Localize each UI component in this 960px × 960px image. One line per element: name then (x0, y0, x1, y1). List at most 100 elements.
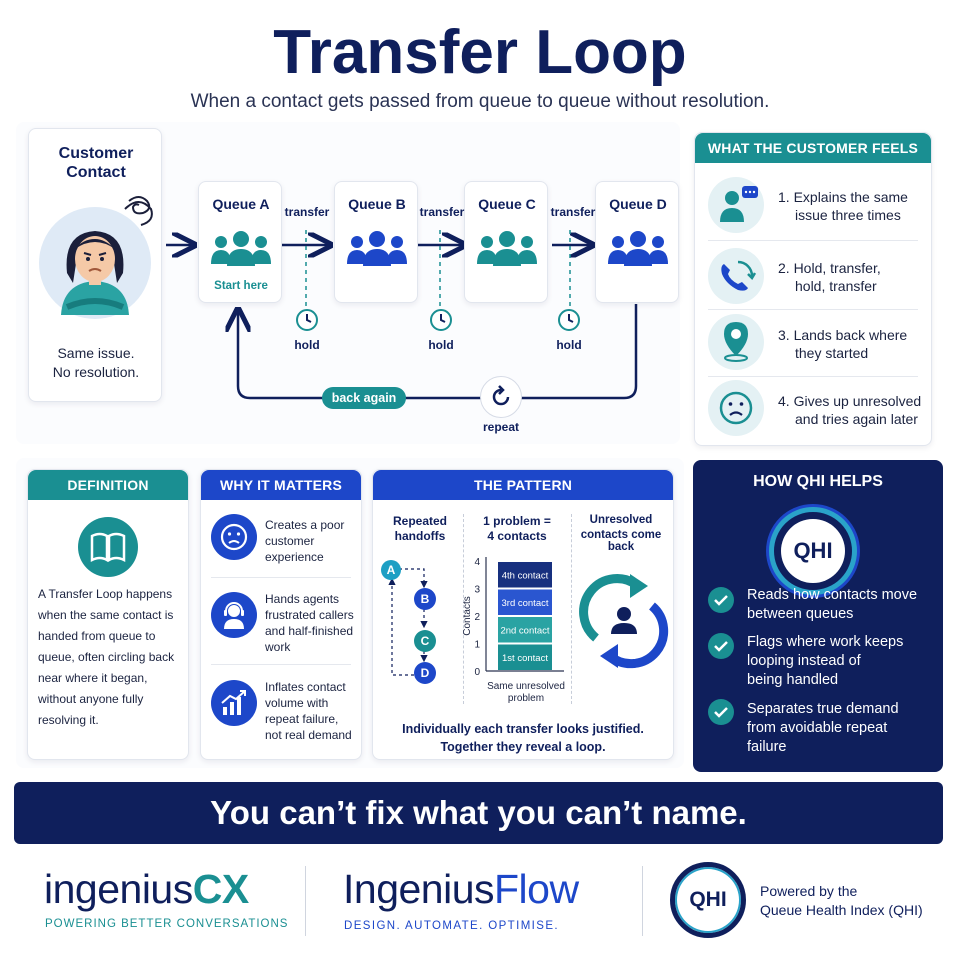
queue-label: Queue D (609, 196, 667, 212)
pattern-col-divider (463, 514, 464, 704)
why-divider (211, 577, 351, 578)
ingeniusflow-tagline: DESIGN. AUTOMATE. OPTIMISE. (344, 920, 560, 932)
definition-line: A Transfer Loop happens (38, 587, 173, 601)
pattern-header: THE PATTERN (373, 470, 673, 500)
customer-title-2: Contact (66, 164, 126, 181)
queue-label: Queue A (212, 196, 270, 212)
why-card: WHY IT MATTERS Creates a poor customer e… (200, 469, 362, 760)
queue-label: Queue B (348, 196, 406, 212)
definition-line: without anyone fully (38, 692, 144, 706)
feel-text-line2: they started (795, 345, 869, 361)
qhi-help-text: Separates true demand (747, 701, 899, 717)
powered-by-line1: Powered by the (760, 883, 858, 899)
definition-line: resolving it. (38, 713, 99, 727)
pattern-col3-title: contacts come back (580, 529, 662, 553)
check-circle-icon (708, 699, 734, 725)
feel-icon-bg (708, 248, 764, 304)
why-text: Inflates contact (265, 680, 346, 694)
pattern-col-divider (571, 514, 572, 704)
check-circle-icon (708, 587, 734, 613)
start-here-label: Start here (214, 280, 268, 292)
x-axis-label-line1: Same unresolved (487, 681, 565, 692)
qhi-help-text: looping instead of (747, 653, 861, 669)
ingeniusflow-logo: IngeniusFlow (343, 864, 579, 914)
bar-segment (498, 562, 552, 588)
handoff-node-b: B (414, 588, 436, 610)
feels-header: WHAT THE CUSTOMER FEELS (695, 133, 931, 163)
footer-divider (305, 866, 306, 936)
feel-icon-bg (708, 380, 764, 436)
hold-label: hold (428, 338, 454, 352)
why-text: work (265, 640, 291, 654)
customer-caption-1: Same issue. (57, 345, 135, 361)
pattern-col2-title: 1 problem = (483, 514, 551, 528)
why-header: WHY IT MATTERS (201, 470, 361, 500)
brand1-part-a: ingenius (44, 866, 193, 912)
bar-segment-label: 3rd contact (502, 598, 549, 609)
tagline-text: You can’t fix what you can’t name. (210, 794, 747, 831)
feel-divider (708, 240, 918, 241)
brand1-part-b: CX (192, 866, 249, 912)
y-tick-label: 4 (474, 557, 480, 568)
hold-label: hold (556, 338, 582, 352)
pattern-col1-title: Repeated (392, 514, 448, 528)
handoff-connectors (388, 568, 428, 676)
transfer-label: transfer (284, 205, 330, 219)
qhi-logo-text: QHI (793, 538, 833, 563)
qhi-help-text: between queues (747, 606, 854, 622)
tagline-banner: You can’t fix what you can’t name. (14, 782, 943, 844)
qhi-help-text: failure (747, 739, 787, 755)
clock-icon (296, 309, 318, 331)
definition-line: handed from queue to (38, 629, 156, 643)
handoff-node-c: C (414, 630, 436, 652)
feel-text-line1: 4. Gives up unresolved (778, 393, 922, 409)
location-pin-icon (724, 322, 748, 362)
why-text: repeat failure, (265, 712, 339, 726)
brand2-part-a: Ingenius (343, 866, 495, 912)
y-tick-label: 3 (474, 585, 480, 596)
feel-text-line2: issue three times (795, 207, 901, 223)
customer-caption-2: No resolution. (52, 364, 140, 380)
definition-card: DEFINITION A Transfer Loop happens when … (27, 469, 189, 760)
pattern-col1-title: handoffs (394, 529, 446, 543)
why-text: Hands agents (265, 592, 340, 606)
qhi-help-text: being handled (747, 672, 839, 688)
people-group-icon (347, 231, 407, 266)
phone-cycle-icon (721, 260, 756, 291)
queue-card-b: Queue B (334, 181, 418, 303)
why-text: frustrated callers (265, 608, 354, 622)
why-text: volume with (265, 696, 329, 710)
feel-text-line1: 2. Hold, transfer, (778, 260, 881, 276)
definition-line: near where it began, (38, 671, 148, 685)
queue-card-c: Queue C (464, 181, 548, 303)
transfer-label: transfer (419, 205, 465, 219)
footer-qhi-logo-ring (670, 862, 746, 938)
queue-card-d: Queue D (595, 181, 679, 303)
y-tick-label: 0 (474, 667, 480, 678)
page-title: Transfer Loop (273, 18, 687, 87)
page-subtitle: When a contact gets passed from queue to… (190, 91, 770, 112)
powered-by-line2: Queue Health Index (QHI) (760, 902, 923, 918)
qhi-logo-inner (781, 519, 845, 583)
pattern-col3-title: Unresolved (589, 514, 653, 526)
feel-divider (708, 376, 918, 377)
handoff-node-d: D (414, 662, 436, 684)
bar-segment (498, 617, 552, 643)
people-group-icon (211, 231, 271, 266)
why-icon-bg (211, 514, 257, 560)
y-axis-label: Contacts (462, 596, 473, 635)
bar-segment (498, 644, 552, 670)
feel-text-line2: and tries again later (795, 411, 918, 427)
qhi-help-panel: HOW QHI HELPS QHI Reads how contacts mov… (693, 460, 943, 772)
hold-label: hold (294, 338, 320, 352)
flow-connectors (166, 230, 638, 400)
y-tick-label: 1 (474, 640, 480, 651)
pattern-footer: Together they reveal a loop. (440, 740, 606, 754)
pattern-col2-title: 4 contacts (487, 529, 547, 543)
footer-divider (642, 866, 643, 936)
clock-icon (558, 309, 580, 331)
footer-qhi-logo-text: QHI (689, 888, 727, 911)
why-text: Creates a poor (265, 518, 345, 532)
customer-card: Customer Contact Same issue. No resoluti… (28, 128, 162, 402)
back-again-pill: back again (322, 387, 406, 409)
